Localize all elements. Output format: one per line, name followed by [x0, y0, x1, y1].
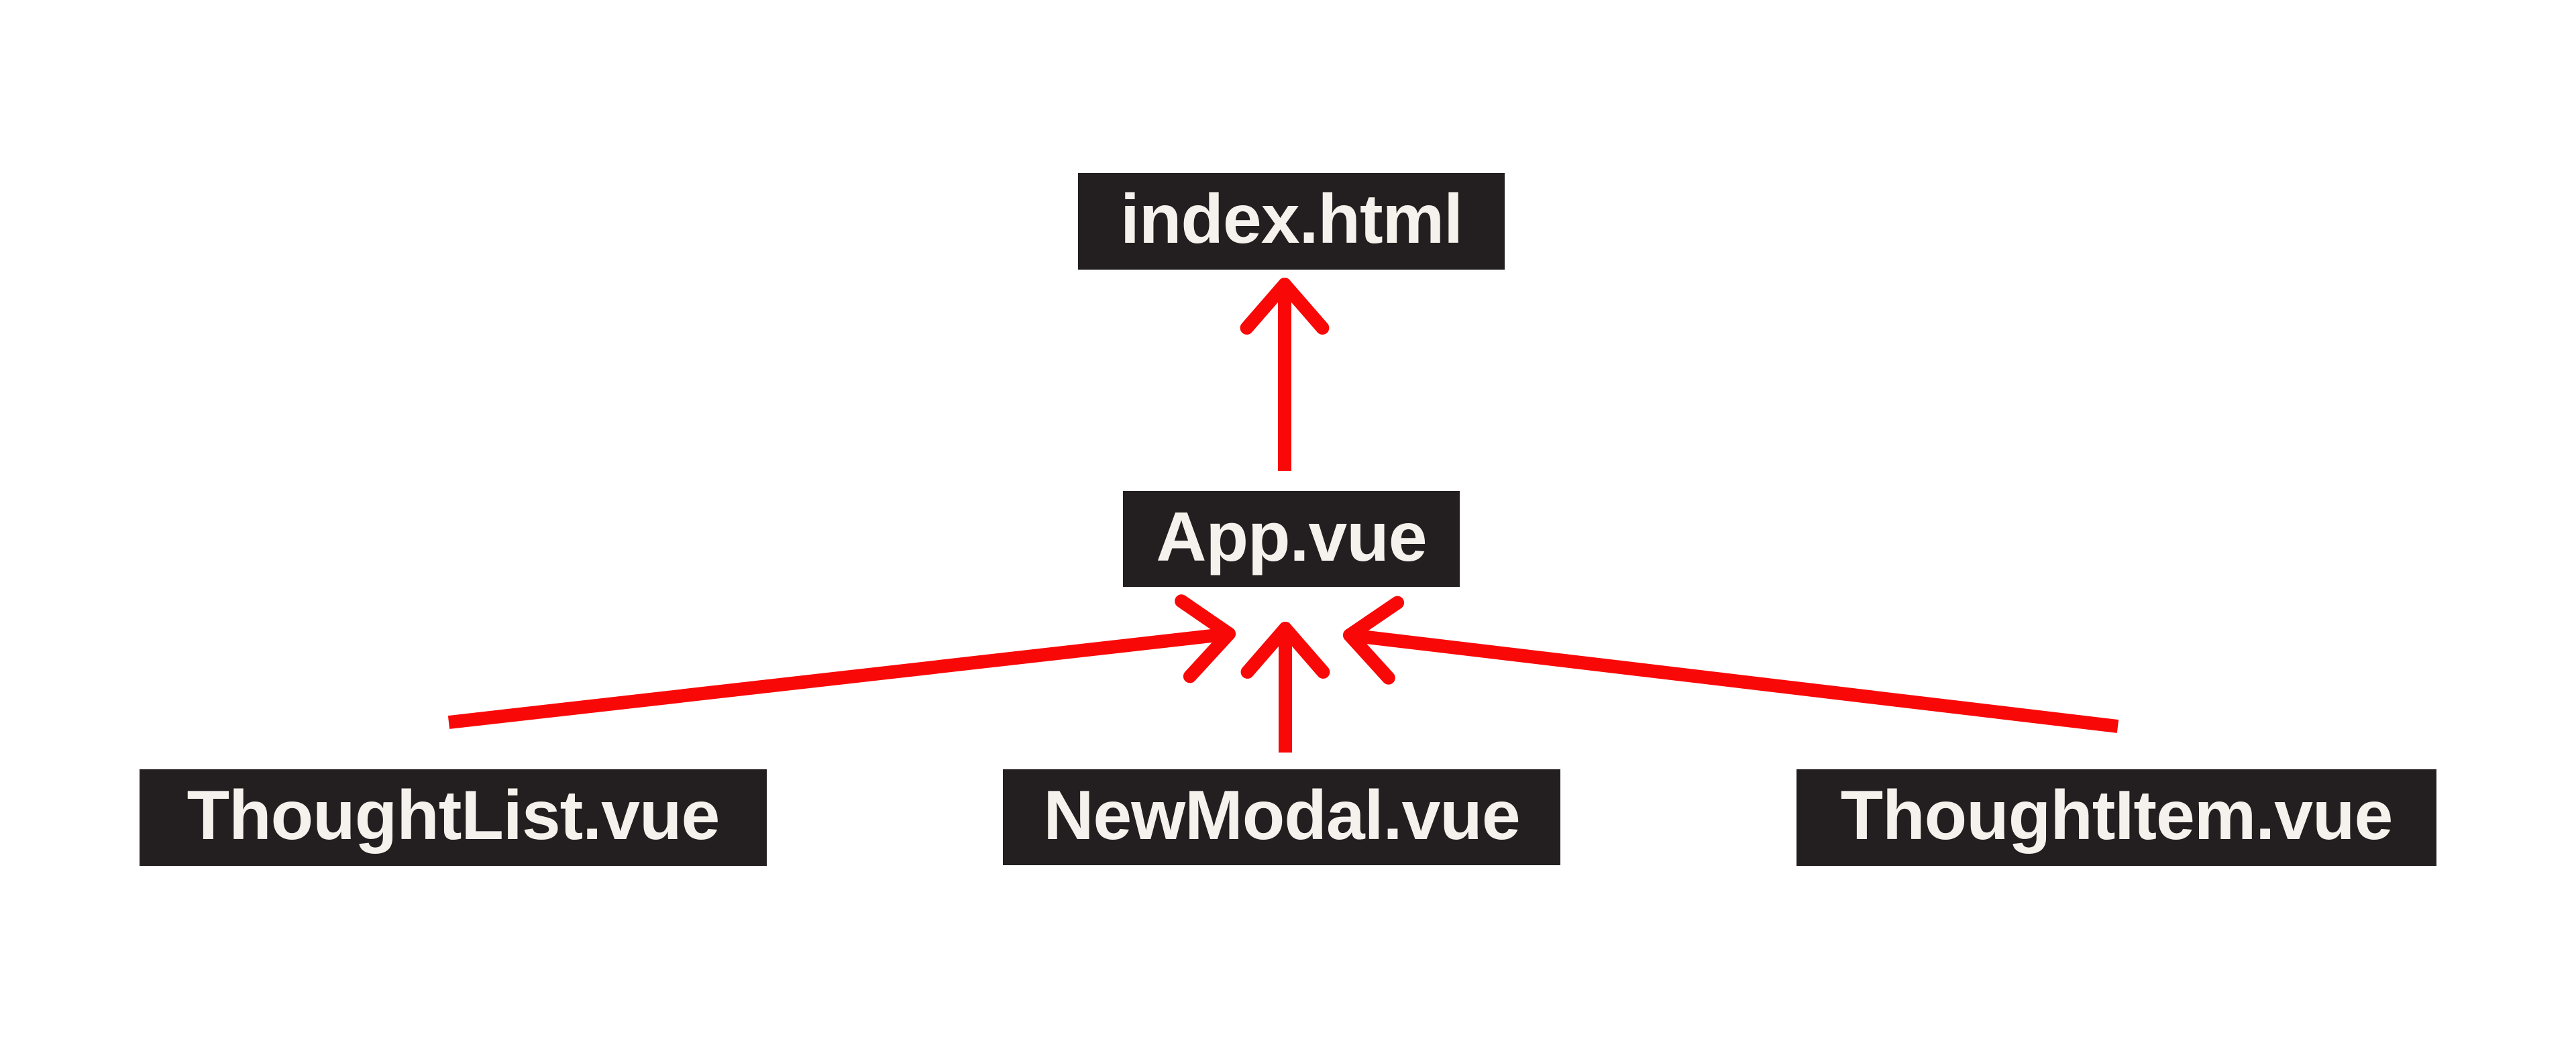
node-label: ThoughtItem.vue — [1840, 777, 2394, 854]
arrowhead-barb — [1175, 594, 1236, 641]
arrowhead-barb — [1183, 627, 1236, 683]
node-index-html: index.html — [1078, 173, 1505, 270]
arrowhead-barb — [1343, 596, 1405, 642]
node-app-vue: App.vue — [1123, 491, 1460, 587]
arrow-app-vue-to-index-html — [1240, 278, 1330, 471]
node-label: NewModal.vue — [1043, 776, 1520, 854]
arrowhead-barb — [1240, 278, 1291, 335]
node-label: ThoughtList.vue — [186, 777, 720, 854]
arrowhead-barb — [1278, 278, 1330, 335]
arrow-newmodal-vue-to-app-vue — [1240, 622, 1330, 753]
arrowhead-barb — [1279, 622, 1330, 679]
arrow-thoughtlist-vue-to-app-vue — [447, 594, 1236, 729]
node-label: App.vue — [1156, 498, 1427, 576]
node-thoughtlist-vue: ThoughtList.vue — [140, 769, 767, 866]
node-label: index.html — [1120, 180, 1463, 258]
node-newmodal-vue: NewModal.vue — [1003, 769, 1560, 865]
node-thoughtitem-vue: ThoughtItem.vue — [1796, 769, 2436, 866]
arrowhead-barb — [1343, 628, 1395, 685]
arrowhead-barb — [1240, 622, 1292, 679]
arrow-thoughtitem-vue-to-app-vue — [1343, 596, 2119, 733]
